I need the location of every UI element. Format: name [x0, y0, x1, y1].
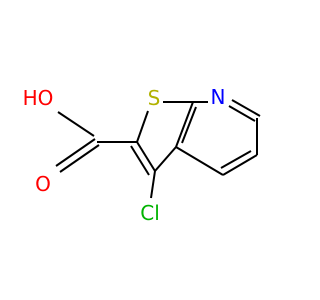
bond-c4-c3a: [175, 146, 224, 176]
bond-carboxyl-c-o-double-b: [59, 144, 100, 173]
bond-c5-c4-a: [222, 154, 258, 176]
bond-n-c6-b: [231, 99, 261, 117]
bond-carboxyl-c-o-double-a: [55, 138, 96, 167]
atom-label-hydroxyl: HO: [23, 86, 54, 110]
bond-c3a-c7a-b: [181, 106, 197, 144]
atom-label-nitrogen: N: [211, 85, 226, 109]
bond-carboxyl-c-oh: [57, 111, 95, 137]
bond-c3-c3a: [154, 146, 177, 172]
bond-n-c6-a: [228, 105, 256, 122]
bond-c2-s: [136, 110, 149, 143]
atom-label-chlorine: Cl: [140, 201, 160, 225]
bond-c3-cl: [150, 170, 156, 199]
molecule-structure: HO O S N Cl: [23, 85, 261, 225]
bonds: [55, 99, 261, 199]
atom-label-sulfur: S: [148, 86, 161, 110]
bond-c5-c4-b: [220, 150, 252, 169]
atom-label-carbonyl-oxygen: O: [35, 172, 51, 196]
bond-c2-c3-b: [130, 145, 150, 176]
bond-c2-c3-a: [136, 141, 156, 172]
atom-labels: HO O S N Cl: [23, 85, 226, 225]
bond-c3a-c7a-a: [175, 101, 194, 148]
